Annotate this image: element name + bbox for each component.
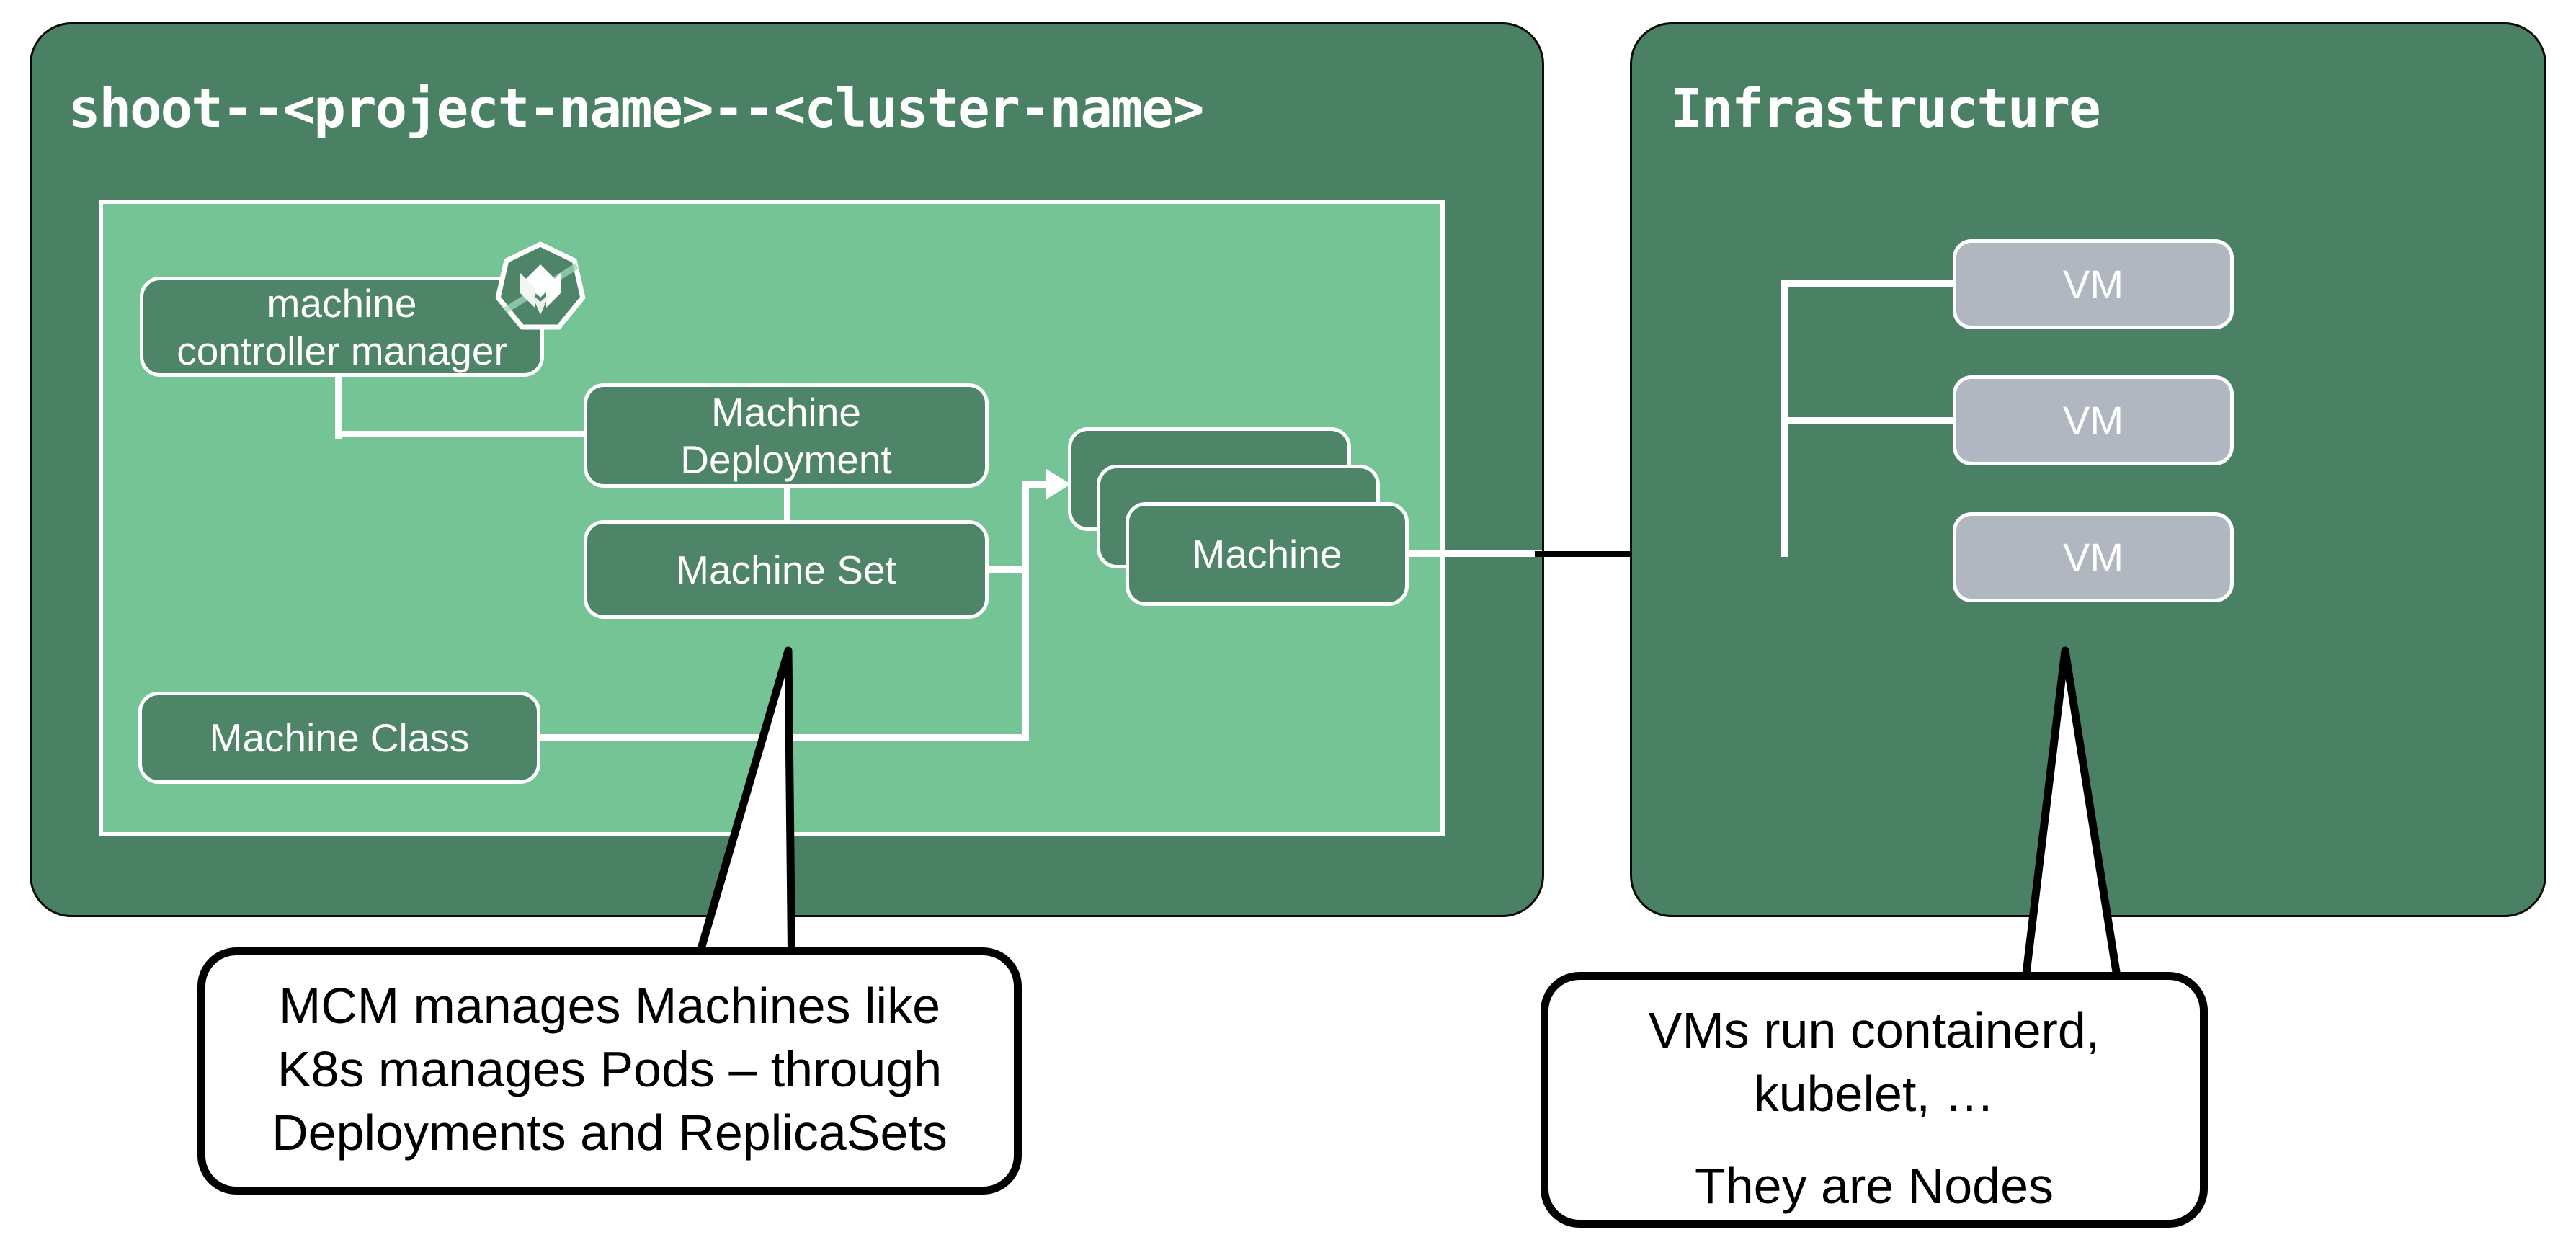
machine-stack-front: Machine <box>1126 502 1409 606</box>
connector-set-to-junction <box>989 566 1029 573</box>
connector-mcm-vertical <box>335 374 342 439</box>
machine-set-label: Machine Set <box>676 547 896 592</box>
left-callout-tail <box>686 646 796 987</box>
vm-label-3: VM <box>2063 535 2123 580</box>
connector-machine-to-panel-edge <box>1405 550 1542 557</box>
vm-box-1: VM <box>1953 239 2234 329</box>
right-callout-line2: kubelet, … <box>1753 1066 1995 1122</box>
mcm-label-line1: machine <box>267 280 417 326</box>
connector-vm-branch-2 <box>1781 417 1953 424</box>
left-callout-bubble: MCM manages Machines like K8s manages Po… <box>197 947 1022 1195</box>
connector-deployment-to-set <box>784 486 790 522</box>
connector-junction-to-arrow <box>1022 481 1048 488</box>
right-callout-footer: They are Nodes <box>1694 1158 2054 1214</box>
machine-set-box: Machine Set <box>584 520 989 619</box>
left-callout-line2: K8s manages Pods – through <box>277 1041 942 1097</box>
mcm-label-line2: controller manager <box>177 328 507 373</box>
machine-deployment-label-line2: Deployment <box>680 437 892 482</box>
shoot-cluster-title: shoot--<project-name>--<cluster-name> <box>68 78 1204 140</box>
connector-mcm-to-deployment <box>335 431 587 437</box>
machine-class-label: Machine Class <box>209 715 470 760</box>
vm-label-1: VM <box>2063 262 2123 307</box>
machine-deployment-box: Machine Deployment <box>584 383 989 488</box>
vm-box-3: VM <box>1953 512 2234 602</box>
machine-deployment-label-line1: Machine <box>711 389 861 434</box>
machine-class-box: Machine Class <box>138 692 540 784</box>
vm-box-2: VM <box>1953 375 2234 465</box>
arrowhead-to-machines-icon <box>1046 469 1071 499</box>
left-callout-line3: Deployments and ReplicaSets <box>272 1104 948 1161</box>
right-callout-tail <box>2020 646 2123 986</box>
infrastructure-title: Infrastructure <box>1670 78 2101 140</box>
connector-vm-branch-1 <box>1781 280 1953 287</box>
right-callout-line1: VMs run containerd, <box>1648 1002 2100 1058</box>
right-callout-bubble: VMs run containerd, kubelet, … They are … <box>1541 972 2208 1228</box>
gardener-logo-icon <box>495 241 586 330</box>
vm-label-2: VM <box>2063 398 2123 443</box>
connector-junction-vertical <box>1022 481 1029 741</box>
left-callout-line1: MCM manages Machines like <box>278 978 941 1034</box>
right-callout-gap <box>1548 1125 2200 1154</box>
machine-stack-label: Machine <box>1192 532 1342 576</box>
connector-cross-panel-black <box>1535 551 1633 557</box>
mcm-box: machine controller manager <box>140 277 544 377</box>
